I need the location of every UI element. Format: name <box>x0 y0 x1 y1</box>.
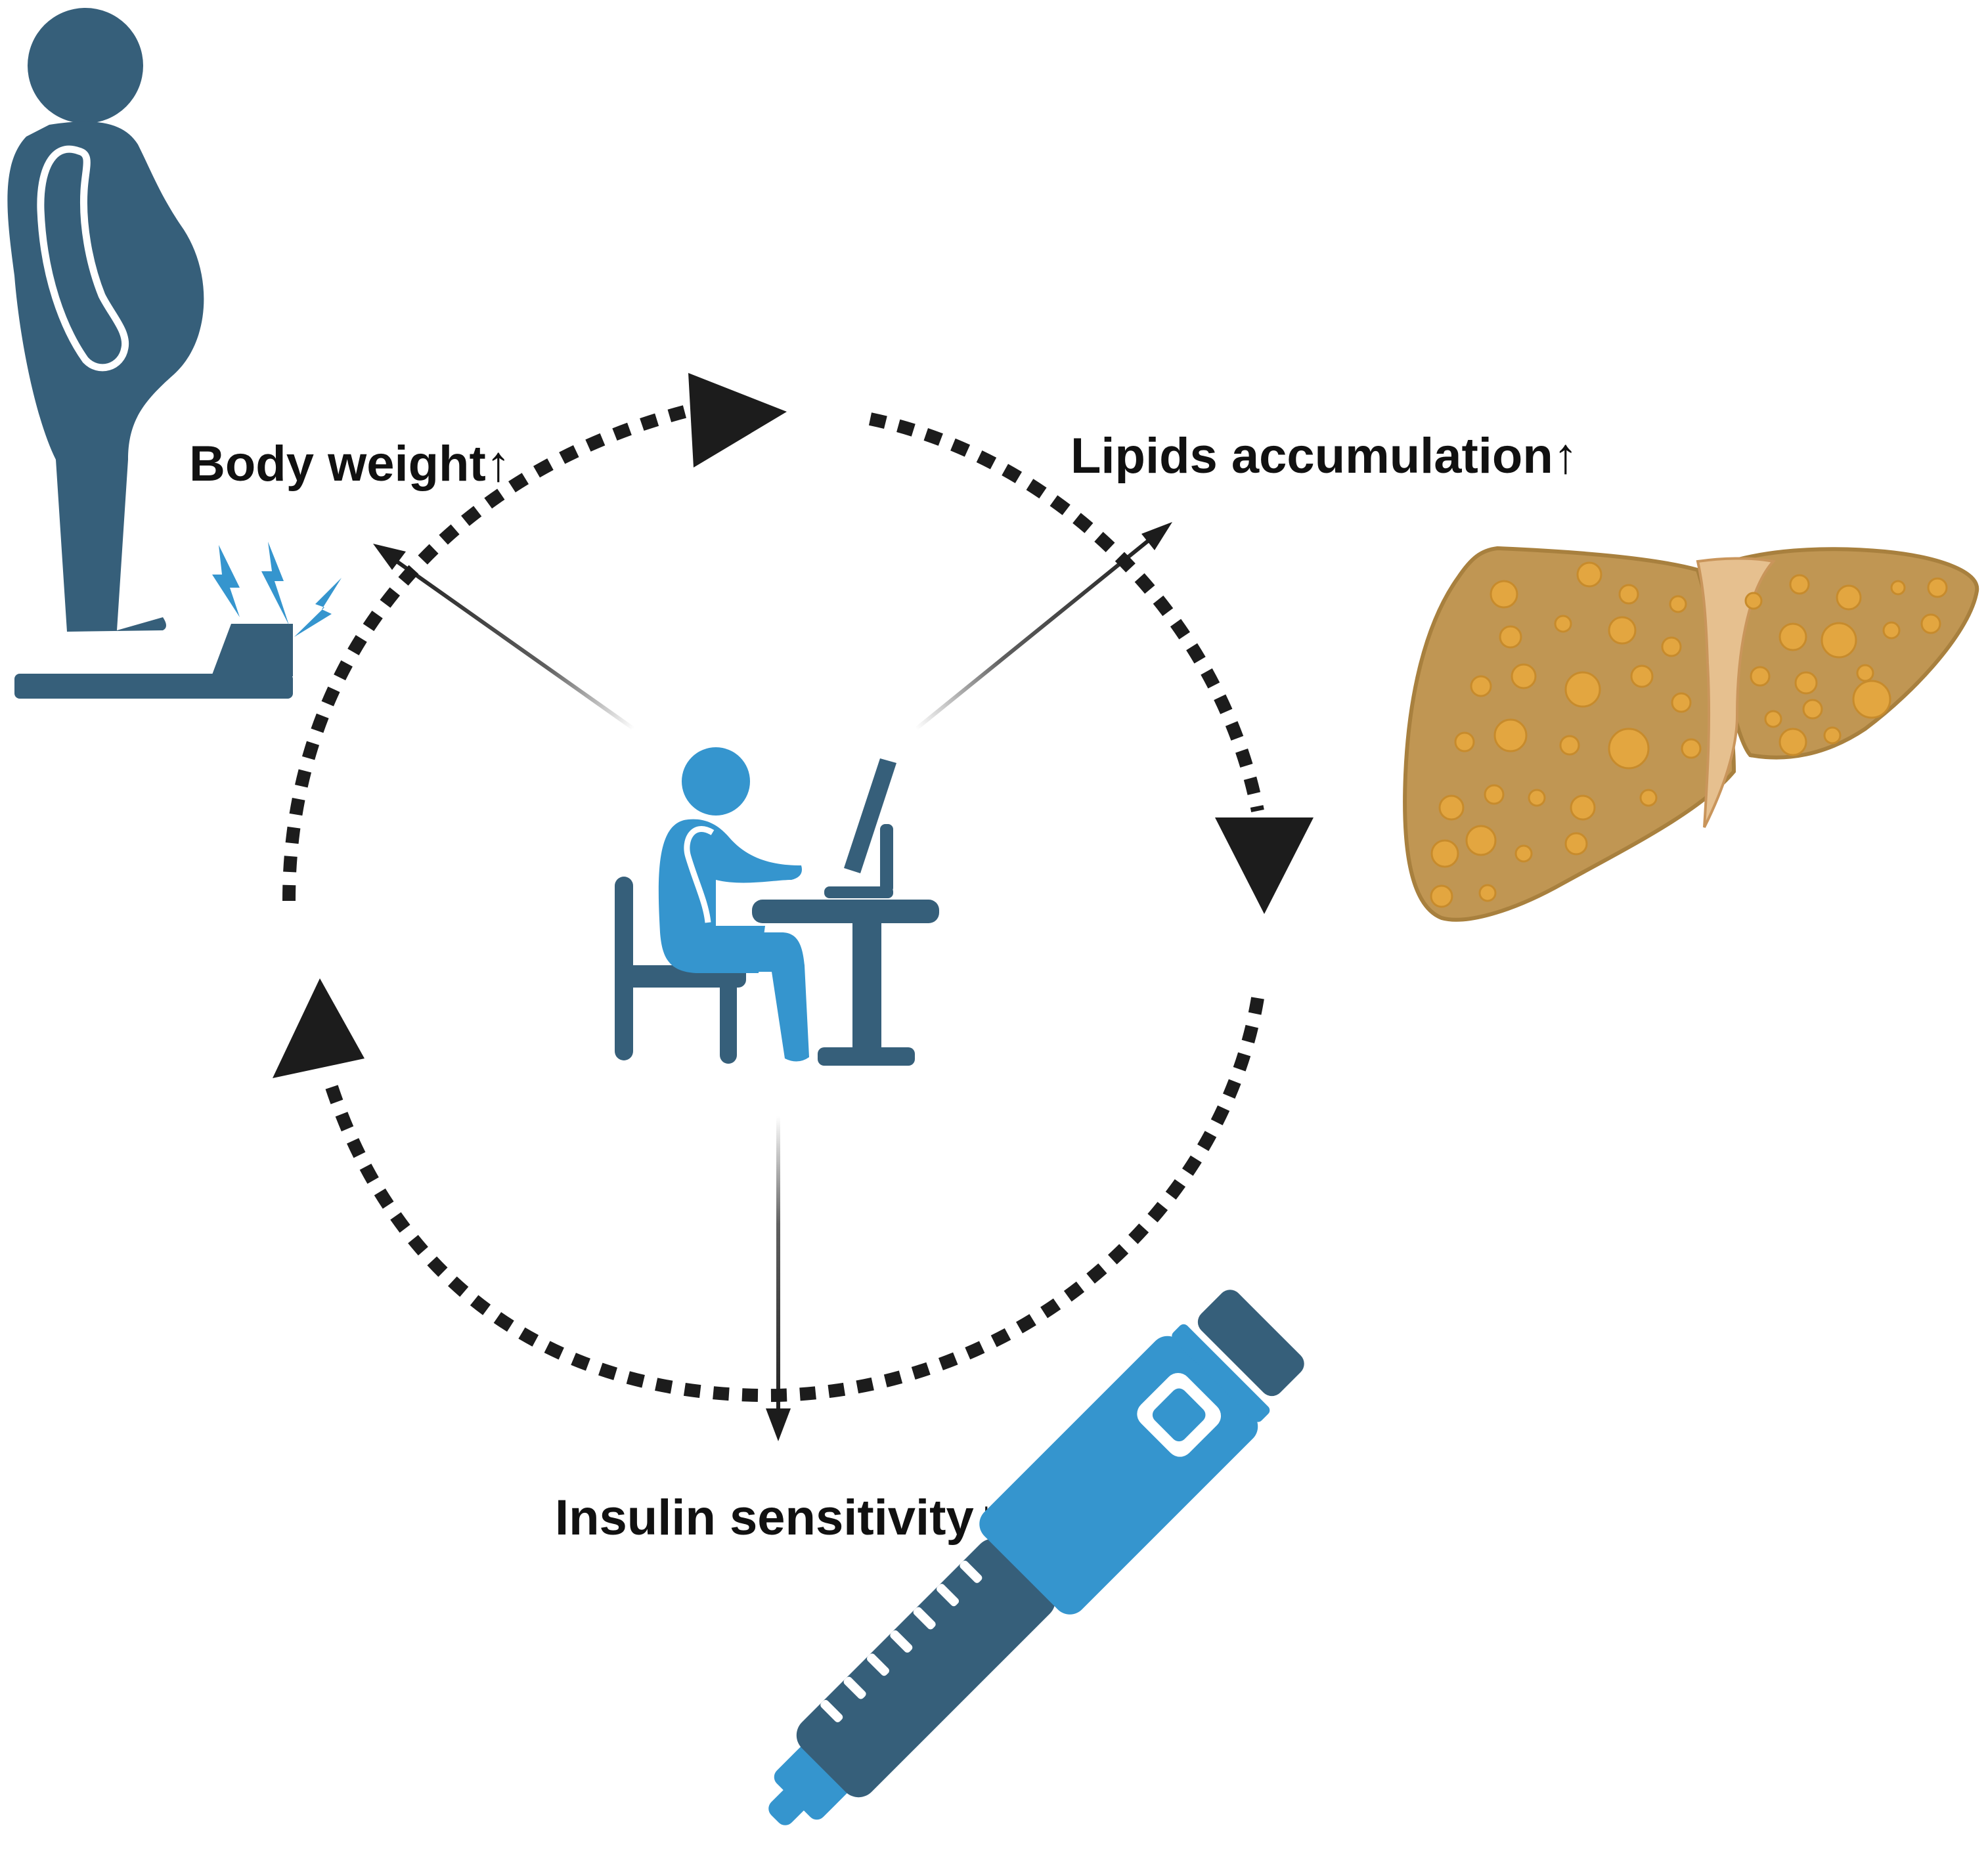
cycle-arc-top-left <box>282 404 692 902</box>
person-head <box>28 8 143 123</box>
insulin-sensitivity-label: Insulin sensitivity↓ <box>555 1490 999 1546</box>
arrow-to-lipids <box>915 530 1160 731</box>
desk-icon <box>752 900 939 1066</box>
arrowhead-left <box>273 978 364 1078</box>
arrow-to-body-weight <box>386 553 635 731</box>
fat-droplets <box>1430 561 1948 908</box>
pen-dial <box>1197 1290 1304 1397</box>
desk-person-arm-outline <box>684 826 715 923</box>
cycle-arrowheads <box>273 373 1314 1078</box>
arrow-to-lipids-head <box>1141 522 1172 550</box>
arrow-to-insulin-head <box>766 1408 791 1441</box>
lipids-accumulation-label: Lipids accumulation↑ <box>1071 428 1578 484</box>
person-body <box>7 121 204 632</box>
arrow-to-body-weight-head <box>373 544 406 570</box>
pen-scale-ticks <box>820 1560 983 1722</box>
pen-window-inner <box>1152 1388 1206 1442</box>
monitor-icon <box>824 758 896 898</box>
pen-dial-ring <box>1172 1324 1270 1422</box>
scale-display <box>211 624 293 676</box>
body-weight-label: Body weight↑ <box>189 436 511 492</box>
fatty-liver-icon <box>1403 546 1979 922</box>
desk-person-leg <box>709 932 809 1062</box>
insulin-pen-icon <box>768 1290 1304 1825</box>
radial-arrows <box>373 522 1172 1441</box>
chair-icon <box>615 877 746 1064</box>
person-arm-outline <box>37 145 129 372</box>
desk-person-torso <box>658 819 802 973</box>
scale-base <box>14 674 293 699</box>
sedentary-person-at-desk-icon <box>615 747 939 1066</box>
scale-sparks-icon <box>212 542 342 637</box>
arrowhead-right <box>1215 817 1314 914</box>
pen-barrel <box>796 1538 1055 1798</box>
pen-cartridge <box>774 1743 850 1820</box>
liver-ligament <box>1696 557 1776 828</box>
obese-person-on-scale-icon <box>7 8 342 699</box>
desk-person-head <box>682 747 750 816</box>
arrowhead-top <box>688 373 787 468</box>
